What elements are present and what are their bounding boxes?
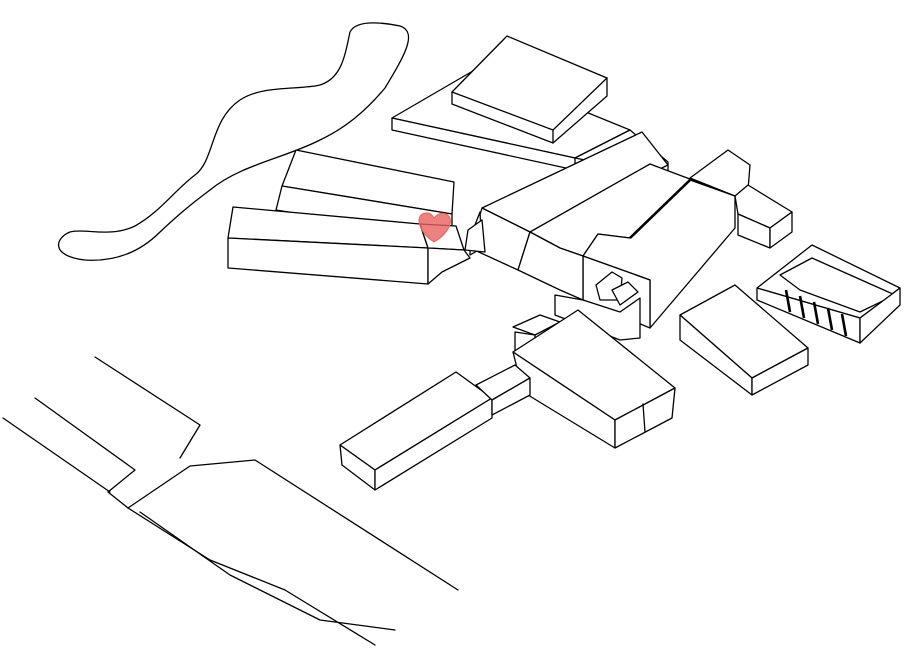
building-east-wing [689, 149, 793, 249]
winding-path-outline [57, 22, 410, 261]
building-southeast [679, 284, 809, 396]
building-east-arcade [756, 244, 901, 344]
building-north [391, 35, 669, 176]
heart-icon[interactable] [418, 212, 451, 243]
building-southwest [339, 364, 531, 491]
building-south-central [512, 294, 676, 449]
arcade-columns [784, 289, 848, 337]
road [2, 356, 459, 646]
